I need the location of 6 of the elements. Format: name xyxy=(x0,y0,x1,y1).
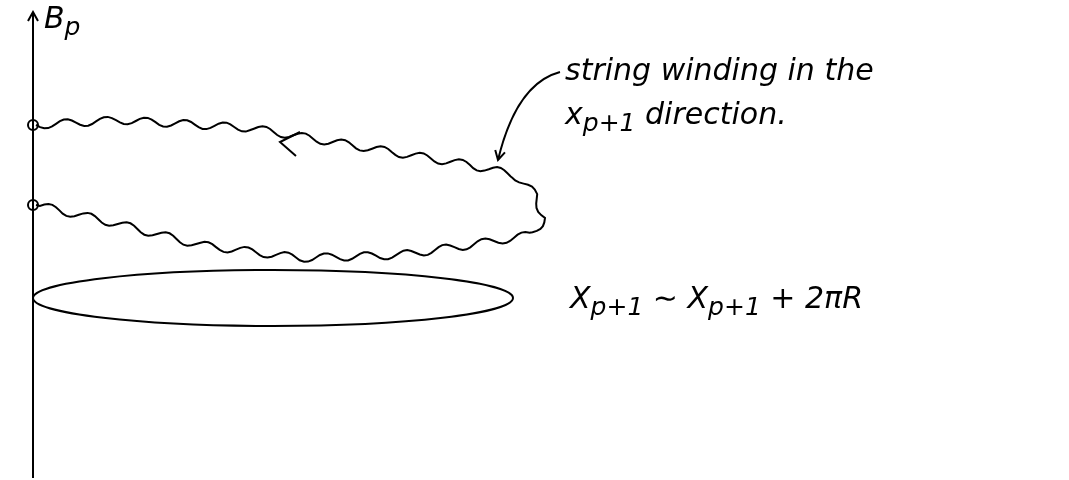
compact-circle-ellipse xyxy=(32,269,514,327)
leader-arrow xyxy=(494,71,561,161)
string-curve xyxy=(35,115,547,263)
identification-formula: X$_{p+1}$ ∼ X$_{p+1}$ + 2πR xyxy=(570,280,863,321)
annotation-text: string winding in the x$_{p+1}$ direction. xyxy=(565,48,925,145)
axis-label: B$_{p}$ xyxy=(44,0,81,41)
